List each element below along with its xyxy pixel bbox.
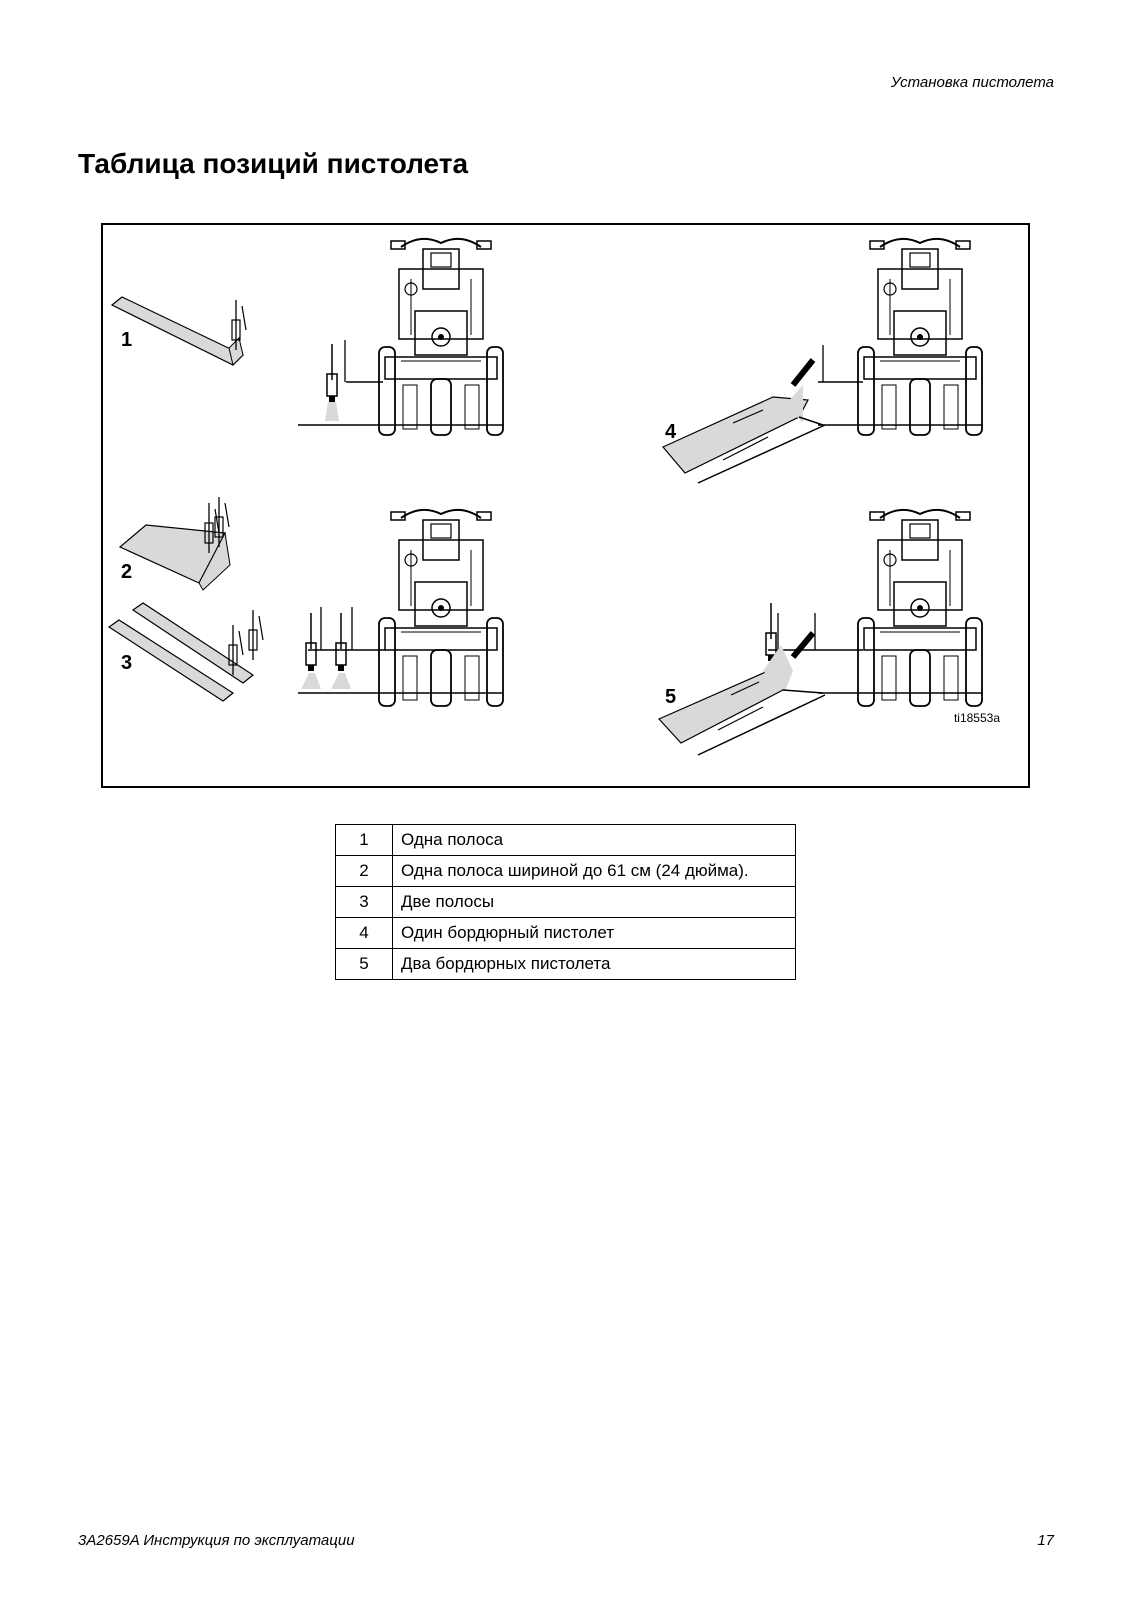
legend-text: Одна полоса шириной до 61 см (24 дюйма).: [392, 855, 796, 887]
legend-number: 3: [335, 886, 393, 918]
legend-text: Два бордюрных пистолета: [392, 948, 796, 980]
position-5-label: 5: [665, 686, 677, 708]
header-section: Установка пистолета: [890, 74, 1054, 91]
legend-number: 2: [335, 855, 393, 887]
page-title: Таблица позиций пистолета: [78, 148, 469, 179]
position-2-illustration: [118, 496, 231, 591]
footer-doc-label: 3A2659A Инструкция по эксплуатации: [78, 1532, 355, 1549]
table-row: 2 Одна полоса шириной до 61 см (24 дюйма…: [335, 855, 796, 887]
position-1-illustration: [110, 237, 504, 436]
legend-number: 5: [335, 948, 393, 980]
legend-table: 1 Одна полоса 2 Одна полоса шириной до 6…: [335, 824, 796, 980]
legend-text: Один бордюрный пистолет: [392, 917, 796, 949]
gun-positions-illustration: [107, 237, 983, 756]
table-row: 3 Две полосы: [335, 886, 796, 918]
position-3-label: 3: [121, 652, 133, 674]
legend-number: 1: [335, 824, 393, 856]
table-row: 1 Одна полоса: [335, 824, 796, 856]
position-5-illustration: [657, 508, 983, 756]
position-1-label: 1: [121, 329, 133, 351]
position-4-illustration: [662, 237, 983, 484]
position-4-label: 4: [665, 421, 677, 443]
position-3-illustration: [107, 508, 504, 707]
figure-id: ti18553a: [953, 711, 1000, 725]
legend-number: 4: [335, 917, 393, 949]
figure-box: 1 2 3 4 5 ti18553a: [101, 223, 1030, 788]
table-row: 5 Два бордюрных пистолета: [335, 948, 796, 980]
position-2-label: 2: [121, 561, 133, 583]
table-row: 4 Один бордюрный пистолет: [335, 917, 796, 949]
legend-text: Одна полоса: [392, 824, 796, 856]
page-number: 17: [1037, 1532, 1054, 1549]
legend-text: Две полосы: [392, 886, 796, 918]
